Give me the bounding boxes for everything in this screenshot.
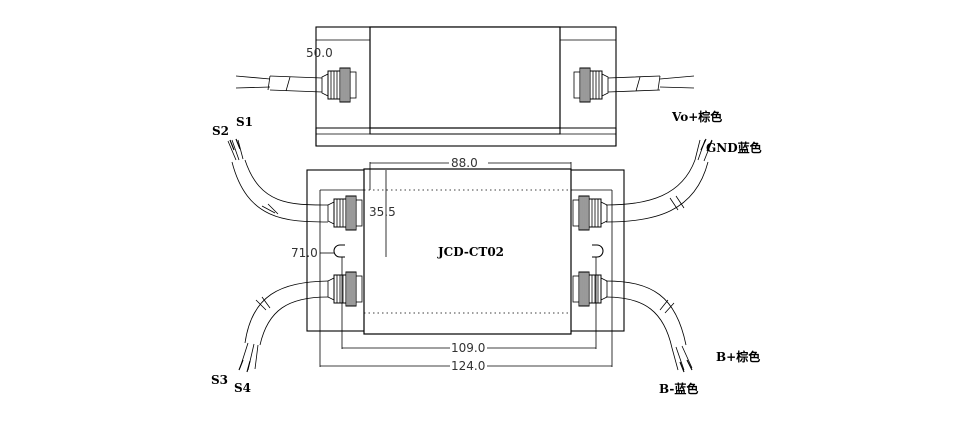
top-left-gland	[321, 67, 357, 103]
main-gland-s1s2	[327, 195, 363, 231]
cable-s1s2	[227, 138, 329, 223]
top-view: 50.0	[235, 26, 695, 147]
main-body	[363, 168, 572, 335]
label-vout-brown: Vo+棕色	[671, 109, 722, 124]
label-bplus-brown: B+棕色	[716, 349, 760, 364]
right-slot	[592, 244, 604, 258]
main-gland-s3s4	[327, 271, 363, 307]
dim-inner-width: 88.0	[451, 156, 478, 170]
left-slot	[333, 244, 345, 258]
cable-s3s4	[238, 280, 329, 373]
dim-top-height: 50.0	[306, 46, 333, 60]
label-s1: S1	[236, 115, 253, 129]
cable-battery	[605, 280, 693, 373]
label-gnd-blue: GND蓝色	[706, 140, 762, 155]
dim-mount-width: 109.0	[451, 341, 485, 355]
wire-labels: S1 S2 S3 S4 Vo+棕色 GND蓝色 B+棕色 B-蓝色	[211, 109, 762, 396]
top-right-gland	[573, 67, 609, 103]
main-gland-vout	[572, 195, 608, 231]
label-s3: S3	[211, 373, 228, 387]
cable-vout	[605, 138, 713, 223]
dim-inner-height: 35.5	[369, 205, 396, 219]
label-s2: S2	[212, 124, 229, 138]
dim-overall-width: 124.0	[451, 359, 485, 373]
main-view: JCD-CT02 88.0 35.5 71.0 109.0 124.0	[291, 156, 625, 373]
model-label: JCD-CT02	[437, 245, 504, 259]
dim-overall-height: 71.0	[291, 246, 318, 260]
label-bminus-blue: B-蓝色	[659, 381, 698, 396]
main-gland-battery	[572, 271, 608, 307]
label-s4: S4	[234, 381, 251, 395]
top-body	[369, 26, 561, 129]
